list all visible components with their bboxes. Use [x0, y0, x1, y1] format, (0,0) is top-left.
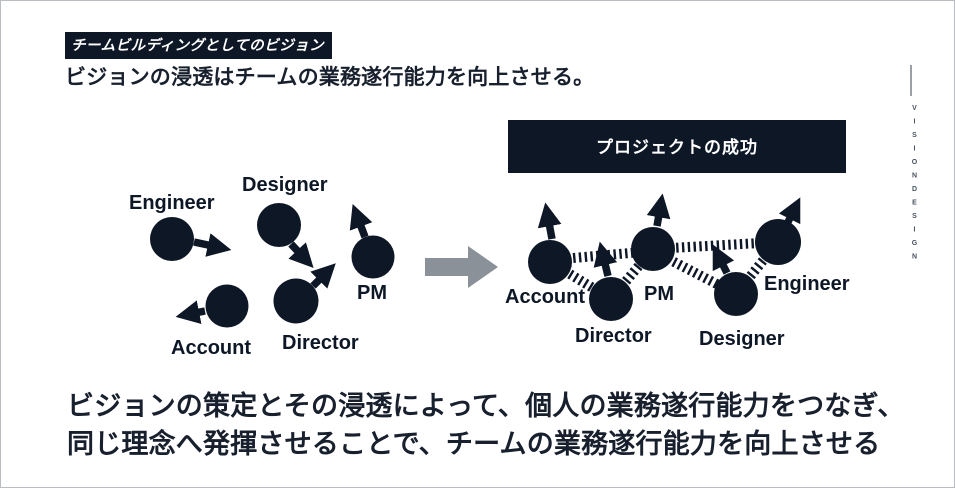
designer-label: Designer — [242, 174, 328, 196]
side-vertical-watermark: VISIONDESIGN — [911, 105, 918, 267]
account-label: Account — [171, 337, 251, 359]
pm-label: PM — [644, 283, 674, 305]
slide-heading: ビジョンの浸透はチームの業務遂行能力を向上させる。 — [65, 66, 595, 89]
before-diagram: Engineer Designer PM Account Director — [129, 174, 395, 359]
pm-direction-arrow — [349, 204, 373, 239]
engineer-direction-arrow — [778, 197, 801, 225]
before-node-arrows — [175, 204, 373, 324]
account-direction-arrow — [537, 202, 562, 240]
pm-node — [351, 235, 395, 279]
designer-direction-arrow — [712, 244, 735, 275]
before-node-labels: Engineer Designer PM Account Director — [129, 174, 387, 359]
after-node-labels: Account Director PM Designer Engineer — [505, 273, 850, 350]
goal-banner-label: プロジェクトの成功 — [596, 137, 758, 157]
after-node-circles — [528, 219, 801, 321]
designer-label: Designer — [699, 328, 785, 350]
account-node — [205, 284, 249, 328]
link-pm-designer — [650, 246, 739, 299]
transform-arrow-icon — [425, 246, 498, 288]
designer-direction-arrow — [288, 241, 314, 268]
after-diagram: Account Director PM Designer Engineer — [505, 193, 850, 350]
engineer-direction-arrow — [193, 233, 232, 257]
director-label: Director — [282, 332, 359, 354]
designer-node — [257, 203, 301, 247]
designer-node — [714, 272, 758, 316]
conclusion-line-1: ビジョンの策定とその浸透によって、個人の業務遂行能力をつなぎ、 — [67, 391, 905, 421]
director-node — [589, 277, 633, 321]
account-direction-arrow — [175, 300, 206, 324]
director-direction-arrow — [310, 263, 336, 289]
conclusion-text: ビジョンの策定とその浸透によって、個人の業務遂行能力をつなぎ、 同じ理念へ発揮さ… — [67, 387, 905, 463]
topic-tag: チームビルディングとしてのビジョン — [65, 32, 333, 59]
pm-direction-arrow — [646, 193, 671, 227]
pm-node — [631, 227, 675, 271]
account-node — [528, 240, 572, 284]
pm-label: PM — [357, 282, 387, 304]
director-node — [273, 278, 319, 324]
engineer-label: Engineer — [129, 192, 215, 214]
conclusion-line-2: 同じ理念へ発揮させることで、チームの業務遂行能力を向上させる — [67, 429, 881, 459]
account-label: Account — [505, 286, 585, 308]
director-label: Director — [575, 325, 652, 347]
goal-banner: プロジェクトの成功 — [508, 120, 846, 173]
side-rule — [910, 65, 912, 96]
after-node-arrows — [537, 193, 801, 277]
engineer-node — [150, 217, 194, 261]
engineer-node — [755, 219, 801, 265]
engineer-label: Engineer — [764, 273, 850, 295]
director-direction-arrow — [593, 241, 618, 277]
before-node-circles — [150, 203, 395, 328]
